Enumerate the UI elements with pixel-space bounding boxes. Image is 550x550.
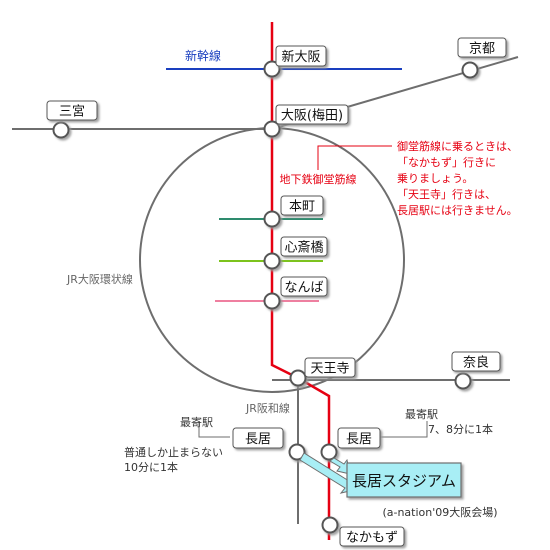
station-marker-sannomiya[interactable]: [52, 121, 70, 139]
svg-text:大阪(梅田): 大阪(梅田): [281, 109, 343, 124]
svg-text:乗りましょう。: 乗りましょう。: [397, 172, 473, 185]
svg-text:なかもず: なかもず: [346, 531, 398, 546]
station-marker-nagai-subway[interactable]: [320, 443, 338, 461]
svg-text:御堂筋線に乗るときは、: 御堂筋線に乗るときは、: [397, 139, 518, 153]
svg-text:長居: 長居: [245, 432, 271, 447]
stadium-name: 長居スタジアム: [352, 472, 456, 490]
nearest-jr-note-2: 10分に1本: [124, 460, 178, 474]
station-label-honmachi[interactable]: 本町: [280, 195, 324, 216]
station-marker-nakamozu[interactable]: [321, 516, 339, 534]
stadium-subtitle: (a-nation'09大阪会場): [382, 505, 497, 519]
svg-text:天王寺: 天王寺: [310, 362, 349, 377]
station-marker-kyoto[interactable]: [461, 61, 479, 79]
station-label-shinsaibashi[interactable]: 心斎橋: [280, 236, 328, 257]
station-label-kyoto[interactable]: 京都: [457, 37, 507, 58]
svg-text:長居駅には行きません。: 長居駅には行きません。: [397, 204, 518, 217]
nearest-subway-note: 7、8分に1本: [428, 422, 493, 436]
svg-text:本町: 本町: [289, 200, 315, 215]
svg-text:「天王寺」行きは、: 「天王寺」行きは、: [397, 188, 496, 201]
station-marker-nara[interactable]: [454, 372, 472, 390]
svg-text:新大阪: 新大阪: [281, 49, 320, 65]
svg-text:心斎橋: 心斎橋: [284, 240, 323, 256]
station-marker-tennoji[interactable]: [289, 369, 307, 387]
jr-loop-label: JR大阪環状線: [66, 272, 133, 286]
station-label-namba[interactable]: なんば: [280, 276, 328, 297]
midosuji-label-pointer: [317, 145, 392, 170]
station-marker-nagai-jr[interactable]: [288, 443, 306, 461]
midosuji-label: 地下鉄御堂筋線: [280, 172, 357, 186]
svg-text:三宮: 三宮: [59, 104, 85, 120]
station-label-nakamozu[interactable]: なかもず: [339, 526, 405, 547]
station-label-nagai-subway[interactable]: 長居: [337, 427, 381, 449]
svg-text:なんば: なんば: [284, 281, 323, 296]
jr-hanwa-label: JR阪和線: [245, 401, 290, 415]
station-label-tennoji[interactable]: 天王寺: [304, 357, 356, 378]
jr-nearest-pointer: [198, 421, 230, 438]
station-marker-shin-osaka[interactable]: [263, 60, 281, 78]
svg-text:長居: 長居: [346, 432, 372, 447]
nearest-jr-title: 最寄駅: [180, 415, 213, 429]
subway-nearest-pointer: [380, 421, 428, 438]
shinkansen-label: 新幹線: [185, 48, 221, 63]
station-marker-osaka-umeda[interactable]: [263, 120, 281, 138]
station-marker-shinsaibashi[interactable]: [263, 252, 281, 270]
station-label-nagai-jr[interactable]: 長居: [232, 427, 284, 449]
svg-text:「なかもず」行きに: 「なかもず」行きに: [397, 156, 496, 169]
svg-text:奈良: 奈良: [463, 355, 489, 371]
station-label-sannomiya[interactable]: 三宮: [46, 100, 98, 121]
station-marker-honmachi[interactable]: [263, 210, 281, 228]
midosuji-note: 御堂筋線に乗るときは、 「なかもず」行きに 乗りましょう。 「天王寺」行きは、 …: [397, 139, 518, 217]
station-label-osaka-umeda[interactable]: 大阪(梅田): [275, 104, 349, 125]
station-marker-namba[interactable]: [263, 292, 281, 310]
stadium-box[interactable]: 長居スタジアム: [346, 462, 462, 498]
svg-text:京都: 京都: [469, 42, 495, 57]
station-label-nara[interactable]: 奈良: [451, 351, 501, 372]
nearest-subway-title: 最寄駅: [405, 407, 438, 421]
station-label-shin-osaka[interactable]: 新大阪: [275, 45, 327, 67]
nearest-jr-note-1: 普通しか止まらない: [124, 445, 223, 459]
arrow-from-nagai-subway: [329, 457, 351, 475]
